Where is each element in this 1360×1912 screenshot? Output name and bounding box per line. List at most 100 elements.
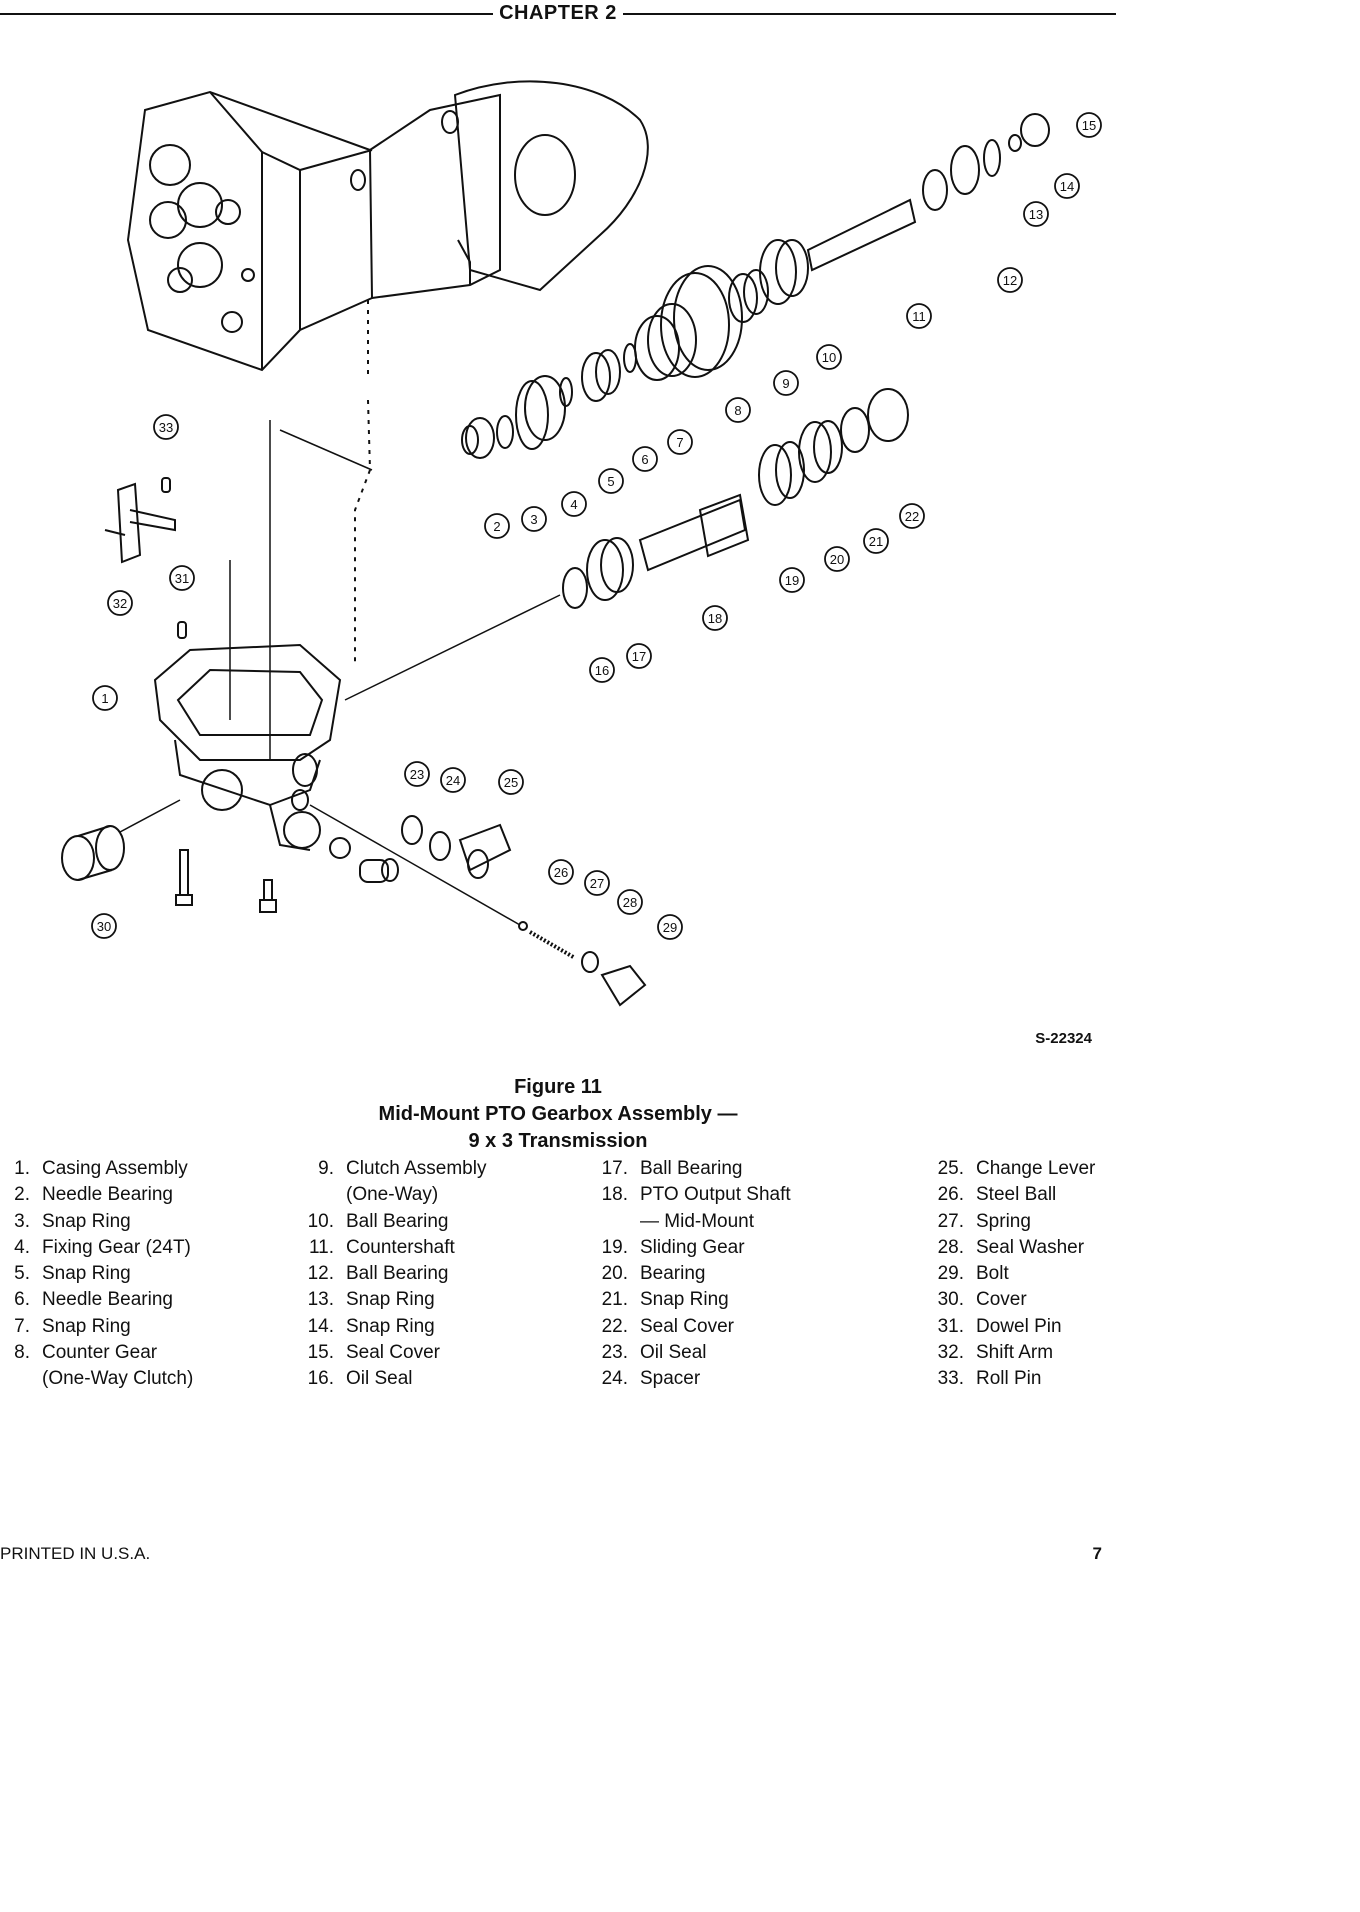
legend-item: 8.Counter Gear [0,1340,193,1366]
legend-item-number: 1. [14,1158,30,1179]
callout-circle [906,303,932,329]
legend-item: 7.Snap Ring [0,1314,193,1340]
callout-24: 24 [440,767,466,793]
legend-item-number: 11. [308,1236,334,1258]
legend-item-number: 7. [14,1315,30,1337]
legend-item-text: Snap Ring [346,1289,435,1311]
callout-circle [548,859,574,885]
legend-item-text: Change Lever [976,1158,1096,1179]
callout-number: 1 [101,691,108,706]
legend-item: 26.Steel Ball [920,1182,1095,1208]
callout-number: 2 [493,519,500,534]
callout-25: 25 [498,769,524,795]
legend-item-text: Snap Ring [640,1289,729,1311]
callout-circle [773,370,799,396]
legend-item: 23.Oil Seal [588,1340,791,1366]
callout-circle [584,870,610,896]
callout-9: 9 [773,370,799,396]
legend-item-number: 2. [14,1184,30,1206]
legend-item-number: 14. [307,1315,334,1337]
callout-3: 3 [521,506,547,532]
page-number: 7 [1092,1544,1102,1563]
legend-item: 10.Ball Bearing [294,1209,486,1235]
callout-20: 20 [824,546,850,572]
callout-number: 14 [1060,179,1074,194]
legend-item-text: Fixing Gear (24T) [42,1236,191,1258]
callout-number: 13 [1029,207,1043,222]
legend-item-number: 24. [601,1368,628,1390]
callout-number: 22 [905,509,919,524]
transmission-housing [126,80,649,372]
figure-id-code: S-22324 [1035,1030,1092,1047]
legend-item: 25. Change Lever [920,1156,1096,1182]
legend-item: 20.Bearing [588,1261,791,1287]
legend-item: 12.Ball Bearing [294,1261,486,1287]
callout-circle [997,267,1023,293]
callout-27: 27 [584,870,610,896]
figure-caption: Figure 11 Mid-Mount PTO Gearbox Assembly… [0,1074,1116,1155]
callout-12: 12 [997,267,1023,293]
callout-32: 32 [107,590,133,616]
legend-item-text: Roll Pin [976,1368,1042,1390]
callout-number: 24 [446,773,460,788]
legend-item-text: Counter Gear [42,1342,158,1364]
figure-label: Figure 11 [514,1076,602,1098]
legend-item-text: Needle Bearing [42,1289,173,1311]
legend-item-text: Ball Bearing [346,1210,449,1232]
legend-item: 27.Spring [920,1209,1095,1235]
legend-item: 14.Snap Ring [294,1314,486,1340]
callout-number: 10 [822,350,836,365]
callout-number: 17 [632,649,646,664]
parts-legend-col2: 9.Clutch Assembly(One-Way)10.Ball Bearin… [294,1156,487,1393]
callout-10: 10 [816,344,842,370]
legend-item: 17. Ball Bearing [588,1156,791,1182]
legend-item: 2.Needle Bearing [0,1182,193,1208]
legend-item-number: 17. [601,1158,628,1179]
callout-circle [617,889,643,915]
callout-29: 29 [657,914,683,940]
callout-number: 32 [113,596,127,611]
callout-number: 8 [734,403,741,418]
legend-item-text: Clutch Assembly [346,1158,487,1179]
callout-number: 28 [623,895,637,910]
callout-number: 19 [785,573,799,588]
legend-item-text: Dowel Pin [976,1315,1062,1337]
callout-circle [824,546,850,572]
legend-item-text: Ball Bearing [640,1158,743,1179]
callout-circle [91,913,117,939]
callout-circle [561,491,587,517]
callout-5: 5 [598,468,624,494]
callout-circle [153,414,179,440]
legend-item-text: Seal Washer [976,1236,1085,1258]
legend-item-text: Seal Cover [640,1315,734,1337]
shift-arm [104,477,187,639]
callout-circle [632,446,658,472]
figure-title-line2: 9 x 3 Transmission [468,1130,648,1152]
callout-circle [626,643,652,669]
legend-item-number: 5. [14,1263,30,1285]
legend-item: 9.Clutch Assembly [294,1156,486,1182]
callout-22: 22 [899,503,925,529]
legend-item-text: Snap Ring [42,1210,131,1232]
legend-item-number: 4. [14,1236,30,1258]
callout-31: 31 [169,565,195,591]
legend-item-text: — Mid-Mount [640,1210,755,1232]
legend-item: 13.Snap Ring [294,1287,486,1313]
legend-item: 30.Cover [920,1287,1095,1313]
legend-item-text: Seal Cover [346,1342,440,1364]
legend-item-number [0,1366,42,1392]
callout-number: 11 [912,309,926,324]
legend-item-number: 25. [937,1158,964,1179]
callout-circle [1054,173,1080,199]
callout-15: 15 [1076,112,1102,138]
chapter-title: CHAPTER 2 [493,2,623,24]
callout-circle [702,605,728,631]
callout-14: 14 [1054,173,1080,199]
callout-number: 33 [159,420,173,435]
legend-item-number: 29. [937,1263,964,1285]
callout-26: 26 [548,859,574,885]
legend-item-text: Ball Bearing [346,1263,449,1285]
callout-circle [169,565,195,591]
